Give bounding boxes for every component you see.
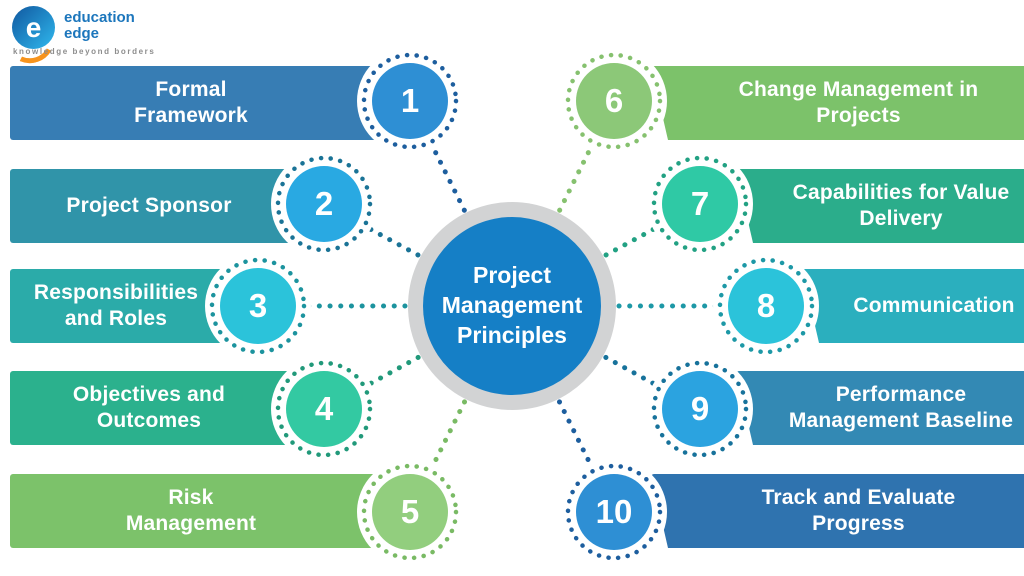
principle-bar-9: Performance Management Baseline (736, 371, 1024, 445)
badge-number-9: 9 (690, 390, 710, 427)
number-badge-3: 3 (205, 253, 311, 359)
number-badge-10: 10 (561, 459, 667, 565)
number-badge-9: 9 (647, 356, 753, 462)
principle-label-4: Objectives and Outcomes (72, 383, 226, 432)
principle-label-2: Project Sponsor (66, 194, 232, 218)
logo-mark-icon: e (12, 6, 55, 49)
dotted-ring-8 (717, 257, 815, 355)
connector-7 (509, 201, 703, 309)
logo-name-line2: edge (64, 24, 100, 42)
principle-bar-7: Capabilities for Value Delivery (736, 169, 1024, 243)
dotted-ring-7 (651, 155, 749, 253)
dotted-ring-3 (209, 257, 307, 355)
education-edge-logo: e education edge knowledge beyond border… (2, 5, 202, 70)
number-badge-1: 1 (357, 48, 463, 154)
number-badge-6: 6 (561, 48, 667, 154)
dotted-ring-9 (651, 360, 749, 458)
connector-4 (321, 303, 515, 412)
principle-label-6: Change Management in Projects (738, 78, 979, 127)
badge-number-6: 6 (604, 82, 624, 119)
badge-number-5: 5 (400, 493, 420, 530)
number-badge-2: 2 (271, 151, 377, 257)
badge-number-4: 4 (314, 390, 334, 427)
principle-label-7: Capabilities for Value Delivery (792, 181, 1010, 230)
badge-number-10: 10 (595, 493, 633, 530)
logo-name: education edge (64, 10, 135, 42)
principle-label-10: Track and Evaluate Progress (761, 486, 956, 535)
principle-bar-3: Responsibilities and Roles (10, 269, 248, 343)
principle-bar-6: Change Management in Projects (651, 66, 1024, 140)
principle-label-9: Performance Management Baseline (788, 383, 1014, 432)
number-badge-4: 4 (271, 356, 377, 462)
principle-bar-2: Project Sponsor (10, 169, 314, 243)
connector-2 (321, 201, 515, 309)
dotted-ring-1 (361, 52, 459, 150)
principle-bar-8: Communication (802, 269, 1024, 343)
principle-bar-4: Objectives and Outcomes (10, 371, 314, 445)
badge-number-1: 1 (400, 82, 420, 119)
badge-number-7: 7 (690, 185, 710, 222)
principle-bar-5: Risk Management (10, 474, 398, 548)
dotted-ring-6 (565, 52, 663, 150)
dotted-ring-5 (361, 463, 459, 561)
principle-label-3: Responsibilities and Roles (33, 281, 199, 330)
center-hub-title: Project Management Principles (423, 217, 601, 395)
dotted-ring-4 (275, 360, 373, 458)
badge-number-2: 2 (314, 185, 334, 222)
number-badge-8: 8 (713, 253, 819, 359)
principle-label-1: Formal Framework (134, 78, 248, 127)
number-badge-7: 7 (647, 151, 753, 257)
logo-tagline: knowledge beyond borders (13, 47, 156, 56)
center-hub-circle: Project Management Principles (408, 202, 616, 410)
principle-bar-1: Formal Framework (10, 66, 398, 140)
number-badge-5: 5 (357, 459, 463, 565)
principle-label-5: Risk Management (125, 486, 257, 535)
dotted-ring-10 (565, 463, 663, 561)
badge-number-8: 8 (756, 287, 776, 324)
connector-9 (509, 303, 703, 412)
dotted-ring-2 (275, 155, 373, 253)
badge-number-3: 3 (248, 287, 268, 324)
principle-bar-10: Track and Evaluate Progress (651, 474, 1024, 548)
principle-label-8: Communication (853, 294, 1015, 318)
logo-name-line1: education (64, 9, 135, 26)
